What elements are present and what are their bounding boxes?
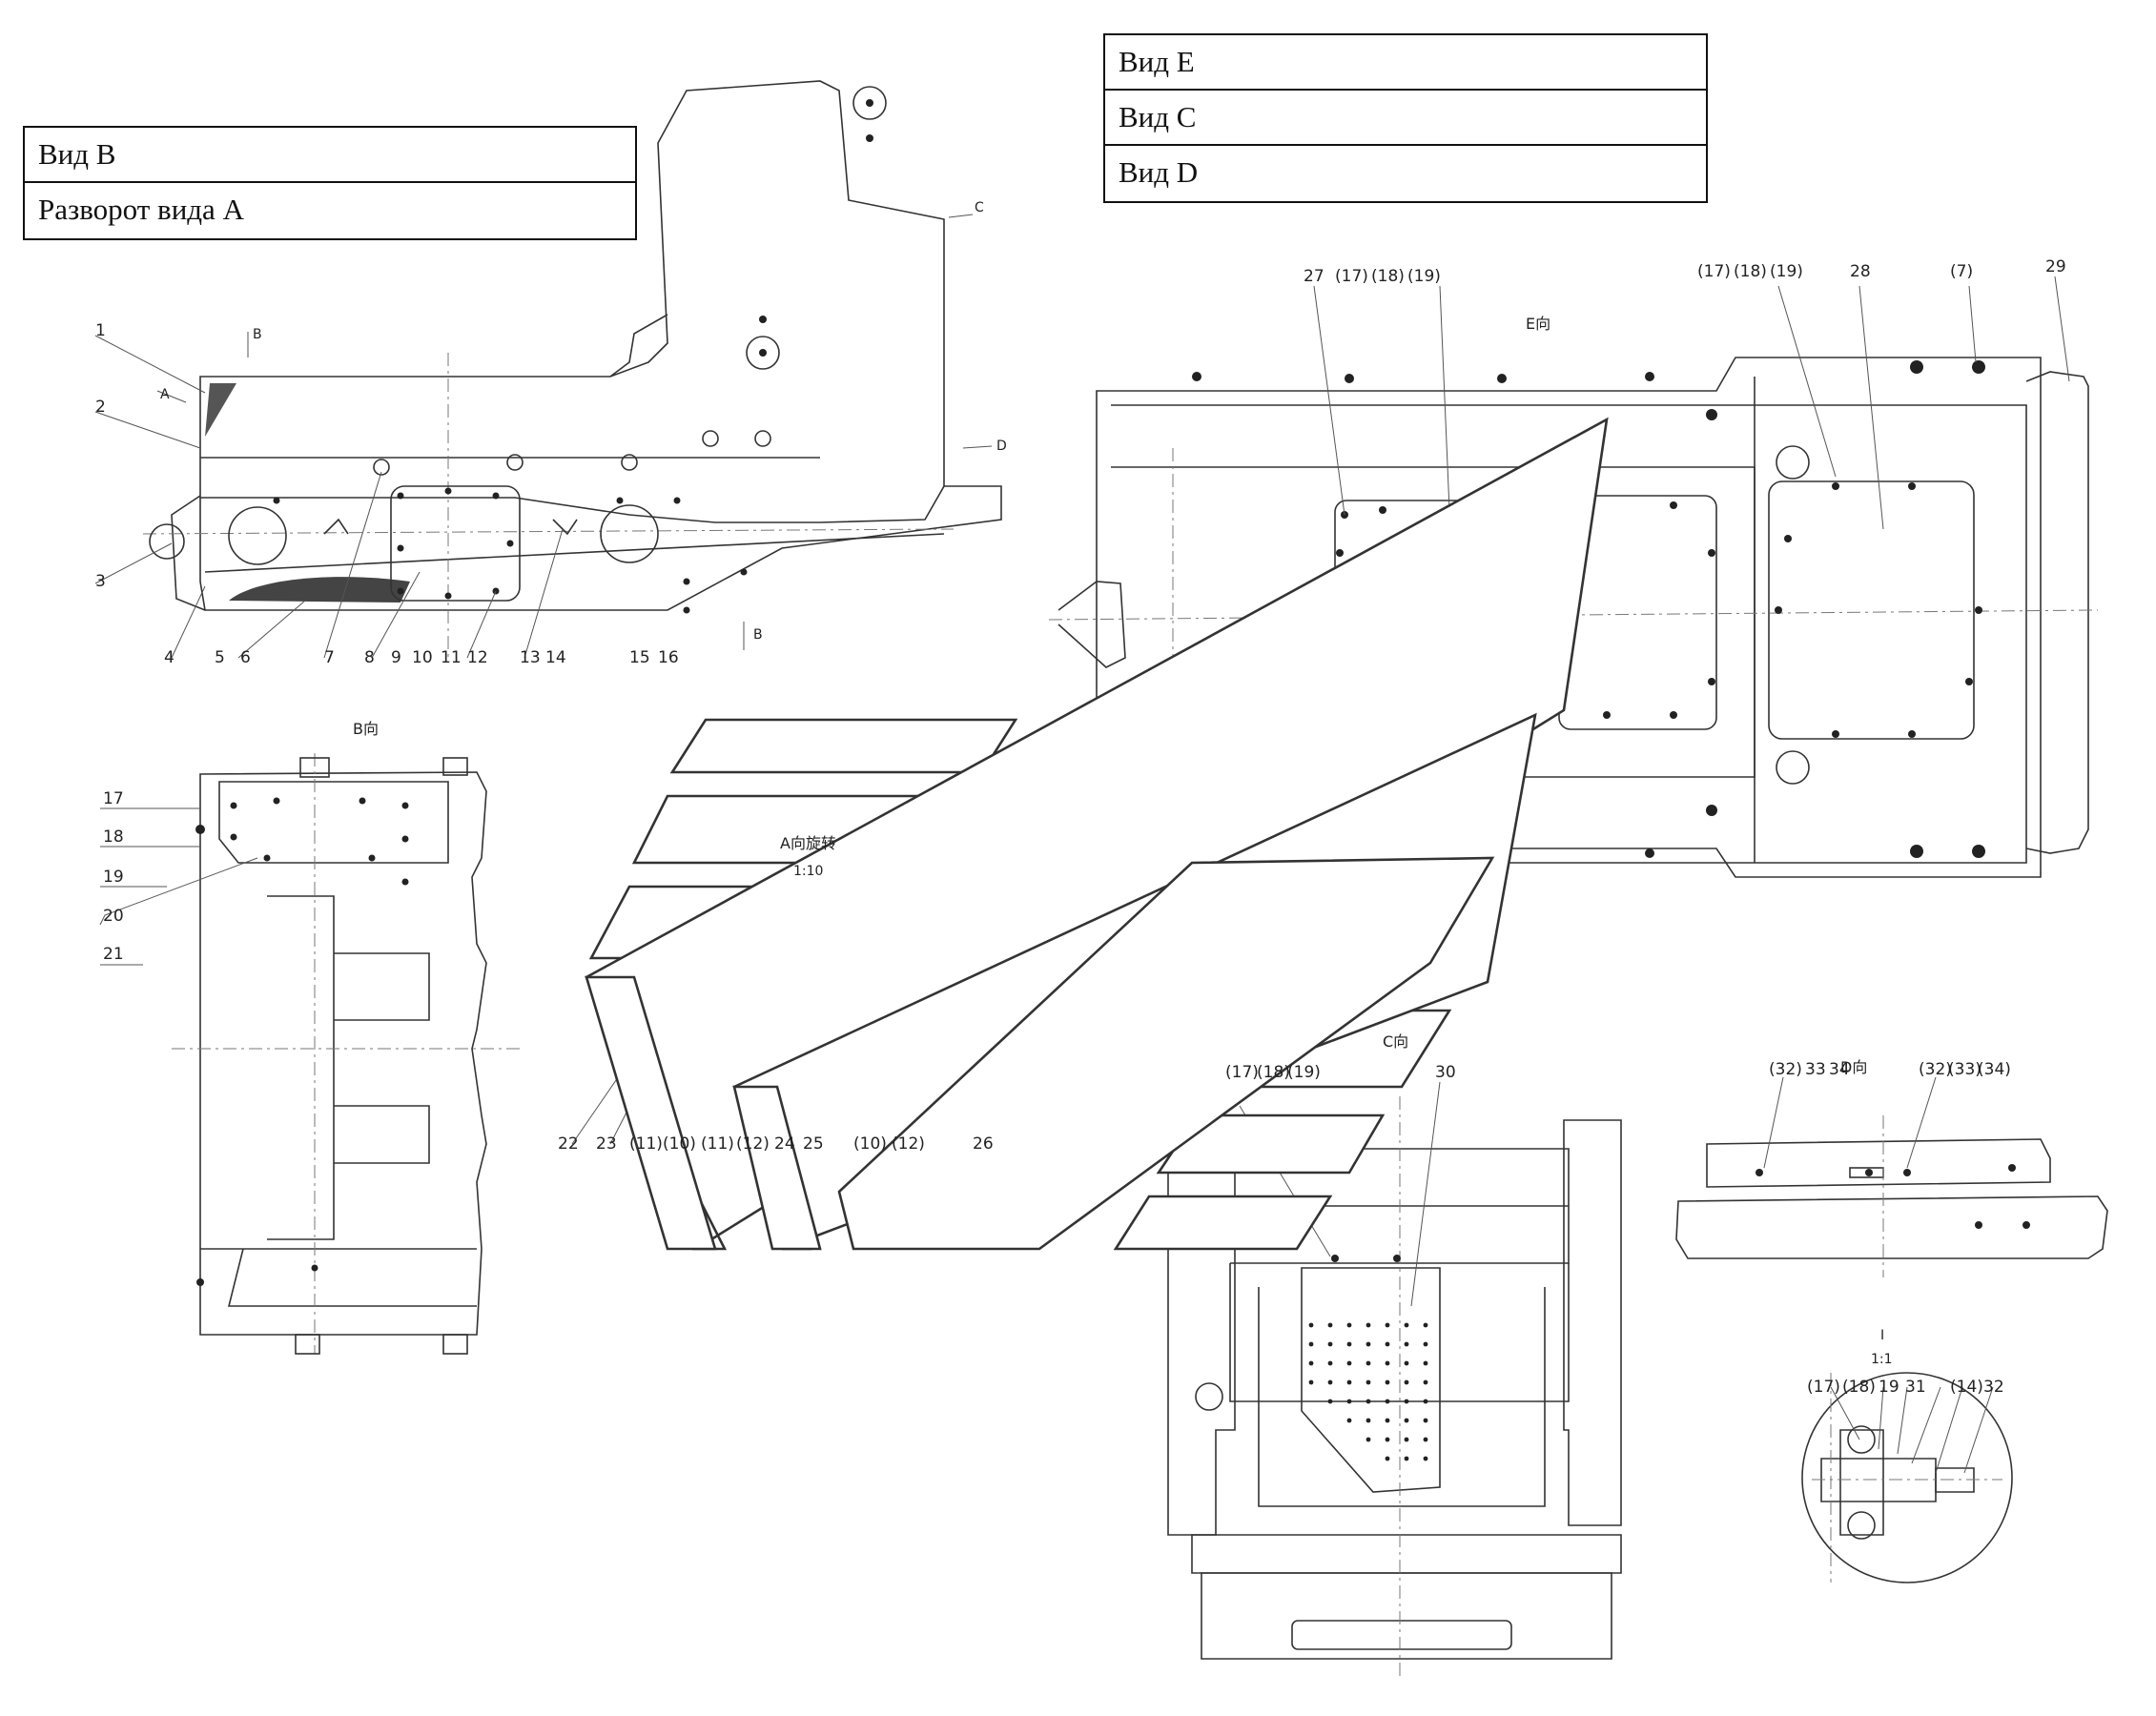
callout: (19) <box>1770 262 1803 281</box>
callout: 2 <box>95 398 106 417</box>
callout: 20 <box>103 907 124 926</box>
view-arrow-label: A <box>160 387 170 402</box>
view-arrow-label: B <box>753 627 763 643</box>
callout: 3 <box>95 572 106 591</box>
callout: 30 <box>1435 1063 1456 1082</box>
callout: 12 <box>467 648 488 667</box>
callout: (12) <box>736 1134 770 1154</box>
callout: 9 <box>391 648 401 667</box>
legend-row: Вид D <box>1119 155 1199 189</box>
detail-i <box>1801 1372 2013 1583</box>
view-arrow-label: B <box>253 327 262 342</box>
callout: (32) <box>1769 1060 1802 1079</box>
callout-labels: 1 2 3 4 5 6 7 8 9 10 11 12 13 14 15 16 A… <box>95 200 2066 1397</box>
legend-row: Вид E <box>1105 35 1706 91</box>
callout: (32) <box>1919 1060 1952 1079</box>
legend-left: Вид B Разворот вида A <box>23 126 637 240</box>
callout: 31 <box>1905 1378 1926 1397</box>
callout: (17) <box>1697 262 1731 281</box>
callout: (19) <box>1407 267 1441 286</box>
callout: 11 <box>441 648 462 667</box>
callout: (11) <box>701 1134 734 1154</box>
callout: 21 <box>103 945 124 964</box>
callout: 13 <box>520 648 541 667</box>
callout: (10) <box>853 1134 887 1154</box>
callout: (18) <box>1734 262 1767 281</box>
callout: 28 <box>1850 262 1871 281</box>
callout: 32 <box>1983 1378 2004 1397</box>
legend-row: Вид C <box>1105 91 1706 146</box>
callout: 5 <box>215 648 225 667</box>
callout: 6 <box>240 648 251 667</box>
callout: 22 <box>558 1134 579 1154</box>
callout: (17) <box>1335 267 1368 286</box>
callout: 15 <box>629 648 650 667</box>
callout: 16 <box>658 648 679 667</box>
callout: (34) <box>1978 1060 2011 1079</box>
callout: 33 <box>1805 1060 1826 1079</box>
callout: (18) <box>1842 1378 1876 1397</box>
callout: 14 <box>545 648 566 667</box>
callout: (18) <box>1257 1063 1290 1082</box>
callout: 26 <box>973 1134 994 1154</box>
callout: (12) <box>892 1134 925 1154</box>
callout: (10) <box>663 1134 696 1154</box>
callout: 1 <box>95 321 106 340</box>
legend-row: Вид B <box>25 128 635 183</box>
view-b-header: B向 <box>353 720 379 738</box>
callout: 17 <box>103 789 124 808</box>
callout: 23 <box>596 1134 617 1154</box>
callout: 25 <box>803 1134 824 1154</box>
view-a-scale: 1:10 <box>793 864 823 879</box>
callout: 34 <box>1829 1060 1850 1079</box>
callout: 19 <box>1879 1378 1899 1397</box>
main-side-view <box>94 80 1002 659</box>
callout: 24 <box>774 1134 795 1154</box>
callout: 8 <box>364 648 375 667</box>
callout: (14) <box>1950 1378 1983 1397</box>
view-arrow-label: D <box>996 439 1007 454</box>
callout: 19 <box>103 868 124 887</box>
detail-i-scale: 1:1 <box>1871 1352 1893 1367</box>
view-arrow-label: C <box>975 200 984 215</box>
view-e-header: E向 <box>1526 315 1550 333</box>
legend-right: Вид E Вид C Вид D <box>1103 33 1708 203</box>
callout: (33) <box>1948 1060 1981 1079</box>
callout: 29 <box>2045 257 2066 276</box>
callout: 27 <box>1304 267 1324 286</box>
callout: 18 <box>103 827 124 847</box>
view-c-header: C向 <box>1383 1032 1408 1051</box>
callout: (11) <box>629 1134 663 1154</box>
callout: 10 <box>412 648 433 667</box>
view-a-header: A向旋转 <box>780 834 836 852</box>
view-d <box>1675 1076 2108 1277</box>
callout: (17) <box>1225 1063 1259 1082</box>
detail-i-header: I <box>1880 1328 1884 1343</box>
view-d-header: D向 <box>1840 1058 1867 1076</box>
callout: (18) <box>1371 267 1405 286</box>
view-b <box>99 753 524 1355</box>
callout: (7) <box>1950 262 1973 281</box>
callout: 7 <box>324 648 335 667</box>
view-c <box>1167 1081 1622 1678</box>
legend-row: Разворот вида A <box>38 193 244 226</box>
callout: (19) <box>1287 1063 1321 1082</box>
callout: 4 <box>164 648 175 667</box>
callout: (17) <box>1807 1378 1840 1397</box>
watermark <box>585 417 1609 1251</box>
